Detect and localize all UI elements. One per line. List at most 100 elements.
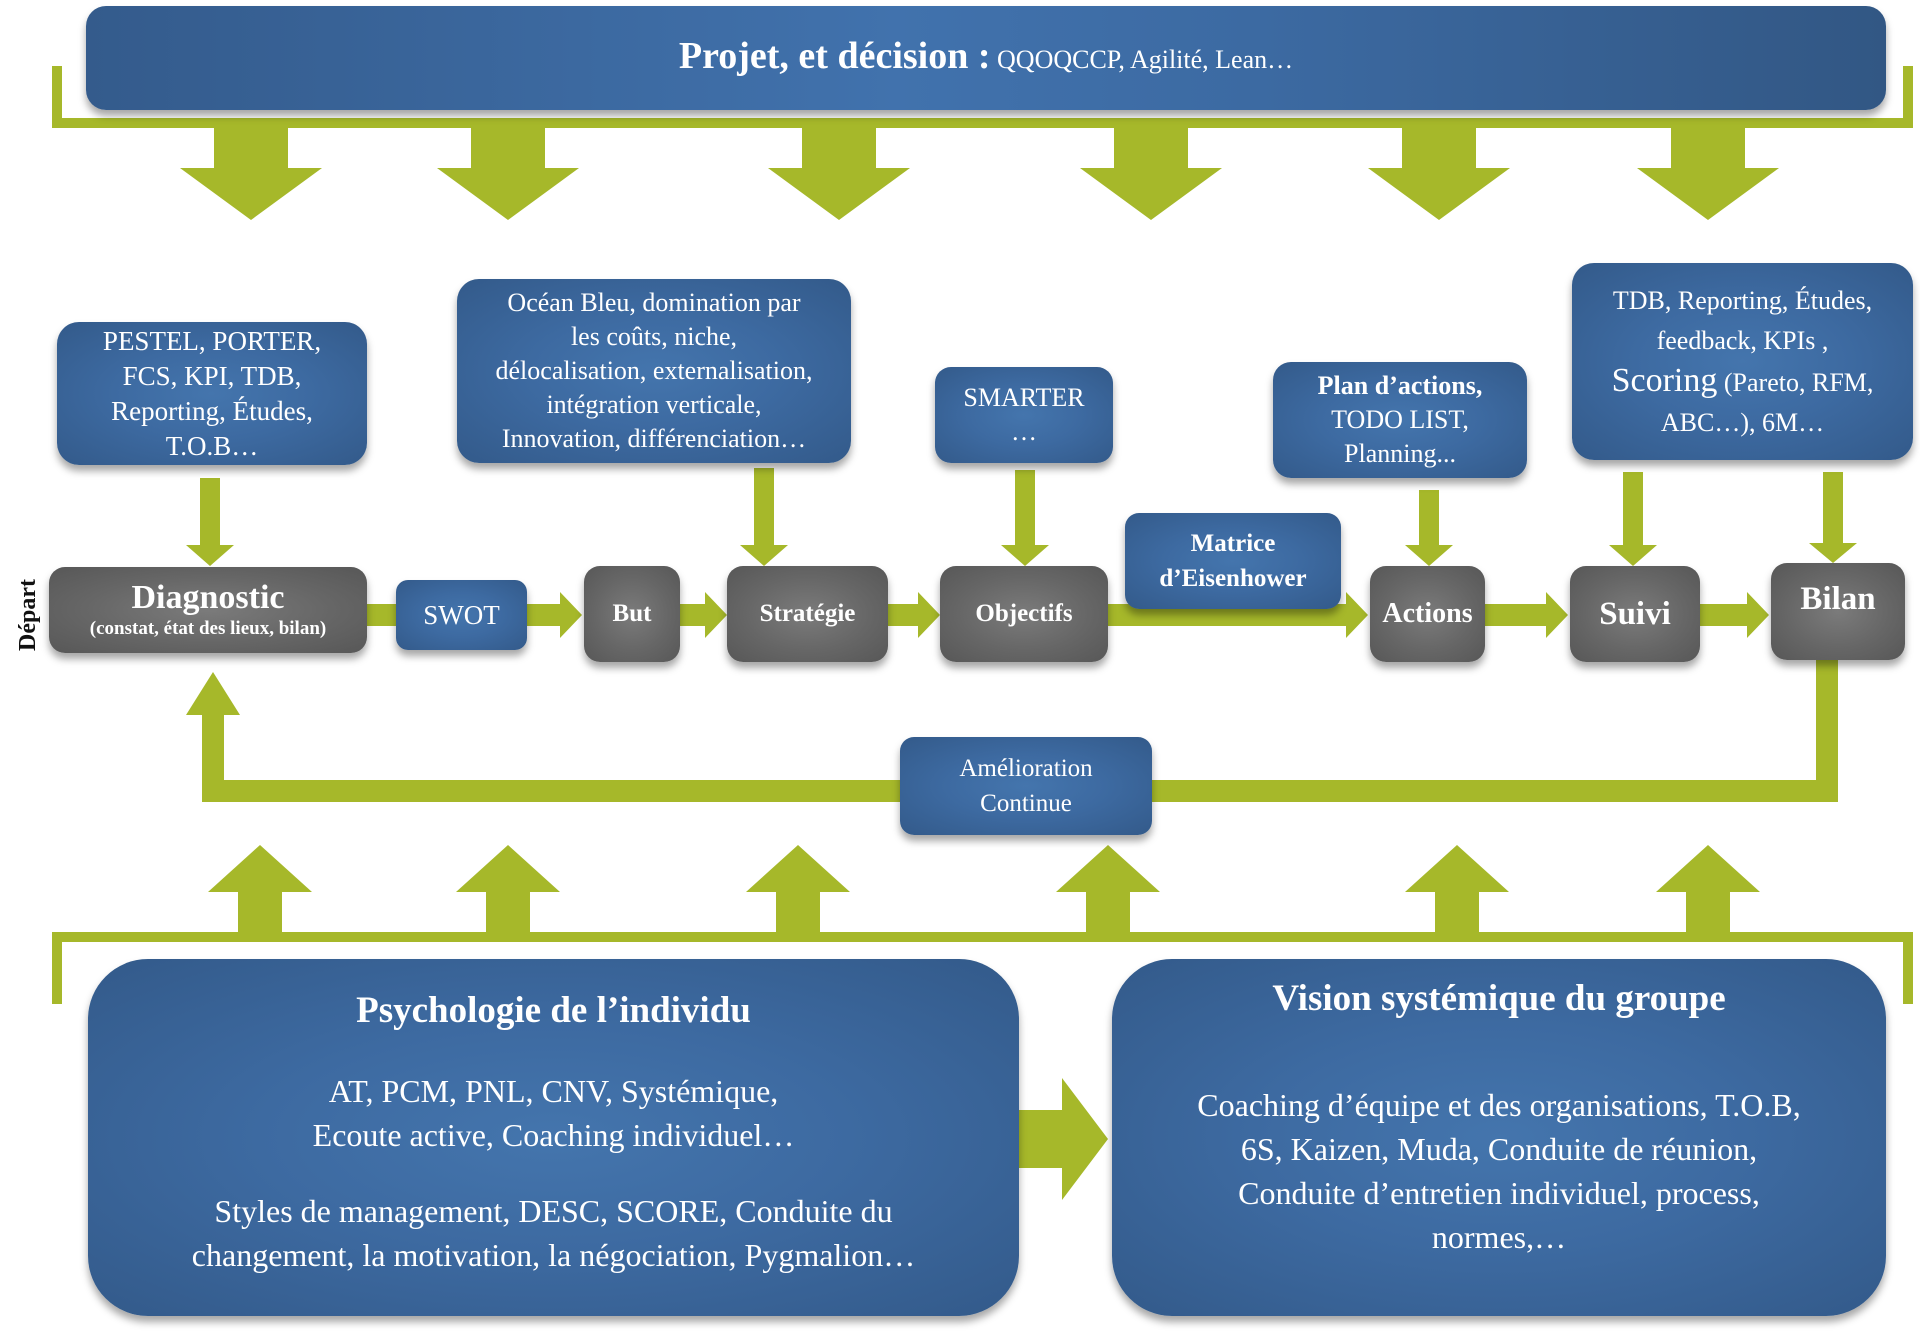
tools-actions-box: Plan d’actions, TODO LIST, Planning... [1273, 362, 1527, 478]
top-bracket-right [1903, 66, 1913, 128]
start-label: Départ [15, 579, 41, 651]
header-title: Projet, et décision : QQOQCCP, Agilité, … [679, 34, 1293, 82]
step-actions: Actions [1370, 566, 1485, 662]
loop-up-arrow [186, 672, 240, 802]
tools-suivi-line: feedback, KPIs , [1656, 325, 1829, 355]
arrow-suivi-bilan [1700, 592, 1769, 638]
arrow-strategie-objectifs [888, 592, 940, 638]
step-bilan-label: Bilan [1800, 581, 1876, 617]
arrow-smarter-objectifs [1001, 470, 1049, 566]
arrow-pestel-diagnostic [186, 478, 234, 566]
step-strategie: Stratégie [727, 566, 888, 662]
tools-strategie-line: les coûts, niche, [570, 322, 738, 351]
arrow-swot-but [527, 592, 582, 638]
tools-suivi-bilan-box: TDB, Reporting, Études, feedback, KPIs ,… [1572, 263, 1913, 460]
tools-actions-line: TODO LIST, [1331, 405, 1469, 434]
tools-strategie-box: Océan Bleu, domination par les coûts, ni… [457, 279, 851, 463]
up-arrow-5 [1405, 845, 1509, 937]
tools-objectifs-box: SMARTER … [935, 367, 1113, 463]
header-title-tools: QQOQCCP, Agilité, Lean… [990, 45, 1294, 74]
step-suivi-label: Suivi [1599, 595, 1671, 632]
individual-line: Styles de management, DESC, SCORE, Condu… [214, 1193, 893, 1229]
up-arrow-6 [1656, 845, 1760, 937]
up-arrow-2 [456, 845, 560, 937]
tools-strategie-line: intégration verticale, [546, 390, 762, 419]
step-objectifs-label: Objectifs [975, 600, 1073, 627]
arrow-objectifs-actions [1108, 592, 1368, 638]
scoring-methods: (Pareto, RFM, [1717, 367, 1874, 397]
individual-line: changement, la motivation, la négociatio… [191, 1237, 916, 1273]
down-arrows [180, 128, 1779, 220]
down-arrow-5 [1368, 128, 1510, 220]
tools-suivi-line: Scoring (Pareto, RFM, [1612, 361, 1874, 403]
continuous-improvement-box: Amélioration Continue [900, 737, 1152, 835]
step-actions-label: Actions [1382, 598, 1473, 629]
arrow-tdb-bilan [1809, 472, 1857, 563]
tools-suivi-line: TDB, Reporting, Études, [1612, 285, 1873, 315]
arrow-but-strategie [680, 592, 727, 638]
tools-strategie-line: Océan Bleu, domination par [507, 288, 801, 317]
tools-diagnostic-line: PESTEL, PORTER, [102, 325, 322, 356]
group-line: normes,… [1431, 1219, 1567, 1255]
step-objectifs: Objectifs [940, 566, 1108, 662]
loop-down [1816, 660, 1838, 802]
bottom-bracket-bar [52, 932, 1913, 942]
tools-objectifs-line: … [1011, 417, 1037, 446]
down-arrow-1 [180, 128, 322, 220]
arrow-individual-group [1019, 1078, 1108, 1200]
tools-strategie-line: Innovation, différenciation… [501, 424, 807, 453]
group-line: Coaching d’équipe et des organisations, … [1197, 1087, 1801, 1123]
down-arrow-6 [1637, 128, 1779, 220]
step-but-label: But [612, 600, 652, 627]
up-arrow-4 [1056, 845, 1160, 937]
tools-actions-line: Planning... [1344, 439, 1456, 468]
step-swot-label: SWOT [423, 599, 500, 630]
step-but: But [584, 566, 680, 662]
individual-psychology-title: Psychologie de l’individu [356, 990, 751, 1031]
group-vision-title: Vision systémique du groupe [1272, 978, 1726, 1019]
bottom-bracket-left [52, 932, 62, 1004]
individual-psychology-box: Psychologie de l’individu AT, PCM, PNL, … [88, 959, 1019, 1316]
down-arrow-2 [437, 128, 579, 220]
header-title-main: Projet, et décision : [678, 35, 991, 77]
individual-line: Ecoute active, Coaching individuel… [312, 1117, 795, 1153]
step-bilan: Bilan [1771, 563, 1905, 660]
matrice-eisenhower-box: Matrice d’Eisenhower [1125, 513, 1341, 609]
continuous-improvement-line: Amélioration [959, 755, 1093, 782]
arrow-tdb-suivi [1609, 472, 1657, 566]
group-line: 6S, Kaizen, Muda, Conduite de réunion, [1240, 1131, 1758, 1167]
arrow-ocean-strategie [740, 468, 788, 566]
step-diagnostic-subtitle: (constat, état des lieux, bilan) [89, 618, 327, 639]
top-bracket-bar [52, 118, 1913, 128]
matrice-line: d’Eisenhower [1159, 565, 1307, 592]
up-arrow-1 [208, 845, 312, 937]
tools-actions-title: Plan d’actions, [1317, 371, 1483, 400]
arrow-actions-suivi [1485, 592, 1568, 638]
group-line: Conduite d’entretien individuel, process… [1238, 1175, 1760, 1211]
step-swot: SWOT [396, 580, 527, 650]
continuous-improvement-line: Continue [980, 790, 1072, 817]
tools-diagnostic-line: T.O.B… [165, 430, 259, 461]
up-arrow-3 [746, 845, 850, 937]
down-arrow-3 [768, 128, 910, 220]
group-vision-box: Vision systémique du groupe Coaching d’é… [1112, 959, 1886, 1316]
tools-diagnostic-line: Reporting, Études, [111, 395, 313, 426]
matrice-line: Matrice [1190, 530, 1276, 557]
top-bracket-left [52, 66, 62, 128]
step-strategie-label: Stratégie [759, 600, 856, 627]
tools-diagnostic-box: PESTEL, PORTER, FCS, KPI, TDB, Reporting… [57, 322, 367, 465]
header-banner: Projet, et décision : QQOQCCP, Agilité, … [86, 6, 1886, 110]
step-diagnostic: Diagnostic (constat, état des lieux, bil… [49, 567, 367, 653]
tools-diagnostic-line: FCS, KPI, TDB, [122, 360, 302, 391]
down-arrow-4 [1080, 128, 1222, 220]
step-diagnostic-title: Diagnostic [131, 579, 285, 616]
individual-line: AT, PCM, PNL, CNV, Systémique, [328, 1073, 779, 1109]
scoring-label: Scoring [1611, 361, 1718, 399]
tools-objectifs-line: SMARTER [963, 383, 1085, 412]
bottom-bracket-right [1903, 932, 1913, 1004]
tools-suivi-line: ABC…), 6M… [1660, 407, 1825, 437]
link-diagnostic-swot [367, 604, 397, 626]
tools-strategie-line: délocalisation, externalisation, [495, 356, 813, 385]
step-suivi: Suivi [1570, 566, 1700, 662]
